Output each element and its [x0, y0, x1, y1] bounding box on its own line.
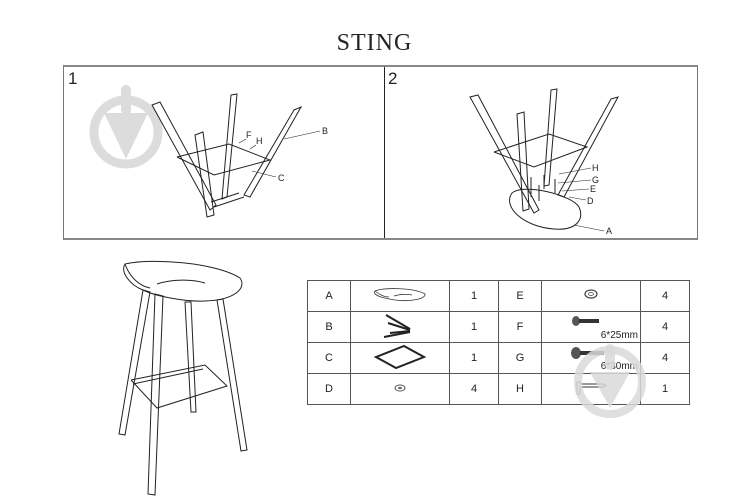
callout-e: E [590, 184, 596, 194]
seat-shell-icon [374, 287, 426, 301]
step-2-illustration: H G E D A [469, 88, 620, 236]
part-quantity: 1 [449, 342, 499, 374]
part-image-cell: 6*25mm [541, 311, 641, 343]
step-number: 2 [388, 69, 398, 88]
part-quantity: 4 [640, 280, 690, 312]
part-image-cell [350, 280, 450, 312]
callout-f: F [246, 130, 252, 140]
watermark-icon [89, 85, 163, 169]
spacer-icon [394, 384, 406, 391]
assembly-steps: F H B C 1 [63, 65, 698, 240]
part-letter: F [498, 311, 542, 343]
part-letter: H [498, 373, 542, 405]
part-image-cell [350, 311, 450, 343]
assembled-stool-illustration [118, 260, 248, 496]
callout-b: B [322, 126, 328, 136]
part-letter: A [307, 280, 351, 312]
part-letter: B [307, 311, 351, 343]
washer-icon [584, 288, 598, 299]
bolt-icon [572, 316, 599, 326]
inverted-frame-drawing [151, 93, 303, 218]
callout-a: A [606, 226, 612, 236]
part-image-cell [350, 342, 450, 374]
bolt-size: 6*25mm [600, 330, 638, 341]
part-letter: E [498, 280, 542, 312]
callout-h: H [256, 136, 263, 146]
callout-d: D [587, 196, 594, 206]
step-1-illustration: F H B C [89, 85, 328, 218]
part-image-cell [541, 280, 641, 312]
watermark-icon [574, 344, 646, 418]
part-letter: G [498, 342, 542, 374]
part-quantity: 1 [449, 311, 499, 343]
part-quantity: 1 [449, 280, 499, 312]
footrest-frame-icon [373, 344, 427, 369]
step-1-panel: F H B C 1 [64, 67, 385, 238]
bolt-size: 6*30mm [600, 361, 638, 372]
document-title: STING [336, 30, 413, 56]
table-row: B 1 F 6*25mm 4 [307, 311, 690, 343]
part-letter: D [307, 373, 351, 405]
step-number: 1 [68, 69, 78, 88]
part-quantity: 4 [449, 373, 499, 405]
callout-g: G [592, 175, 599, 185]
callout-h: H [592, 163, 599, 173]
table-row: A 1 E 4 [307, 280, 690, 312]
part-image-cell [350, 373, 450, 405]
step-2-panel: H G E D A 2 [384, 67, 697, 238]
legs-frame-icon [383, 313, 411, 338]
part-letter: C [307, 342, 351, 374]
part-quantity: 4 [640, 311, 690, 343]
callout-c: C [278, 173, 285, 183]
seat-attach-drawing [469, 88, 620, 230]
